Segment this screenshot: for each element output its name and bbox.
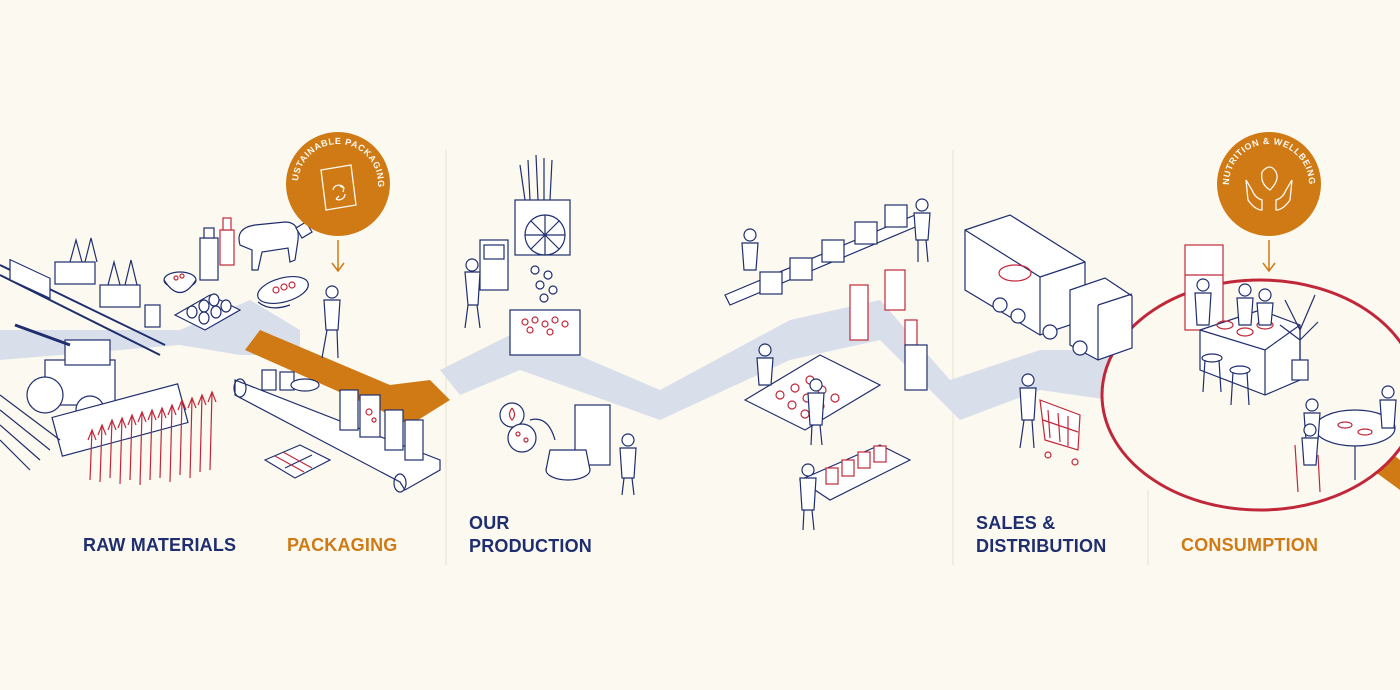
mill-icon: [514, 154, 571, 303]
nutrition-wellbeing-badge: NUTRITION & WELLBEING: [1217, 132, 1321, 236]
stage-our-production: OUR PRODUCTION: [469, 512, 592, 558]
stage-packaging: PACKAGING: [287, 535, 398, 555]
hands-icon: [1245, 166, 1293, 211]
ingredients-icon: [163, 217, 235, 294]
packaging-illustration: [233, 369, 441, 493]
stage-raw-materials: RAW MATERIALS: [83, 535, 237, 555]
stage-consumption: CONSUMPTION: [1181, 535, 1319, 555]
badge-arrows: [331, 240, 1276, 273]
consumption-area: [1100, 278, 1400, 512]
production-illustration: [464, 154, 931, 531]
tractor-icon: [14, 323, 189, 457]
stage-sales-distribution-line1: SALES &: [976, 513, 1056, 533]
wheat-icon: [87, 390, 217, 486]
train-icon: [0, 237, 166, 356]
stage-our-production-line1: OUR: [469, 513, 510, 533]
eggs-icon: [173, 293, 242, 331]
section-dividers: [445, 150, 1149, 565]
consumption-illustration: [1184, 244, 1397, 493]
cocoa-icon: [257, 275, 309, 309]
truck-icon: [964, 214, 1133, 361]
stage-sales-distribution-line2: DISTRIBUTION: [976, 536, 1107, 556]
shopper-figure: [1019, 373, 1037, 449]
sustainable-packaging-badge: SUSTAINABLE PACKAGING: [0, 0, 390, 236]
cart-icon: [1039, 399, 1081, 466]
cow-icon: [238, 221, 313, 271]
stage-sales-distribution: SALES & DISTRIBUTION: [976, 512, 1106, 558]
farmer-figure: [321, 285, 341, 359]
recycle-bag-icon: [320, 164, 357, 211]
raw-materials-illustration: [0, 217, 341, 486]
stage-our-production-line2: PRODUCTION: [469, 536, 592, 556]
distribution-illustration: [964, 214, 1133, 466]
